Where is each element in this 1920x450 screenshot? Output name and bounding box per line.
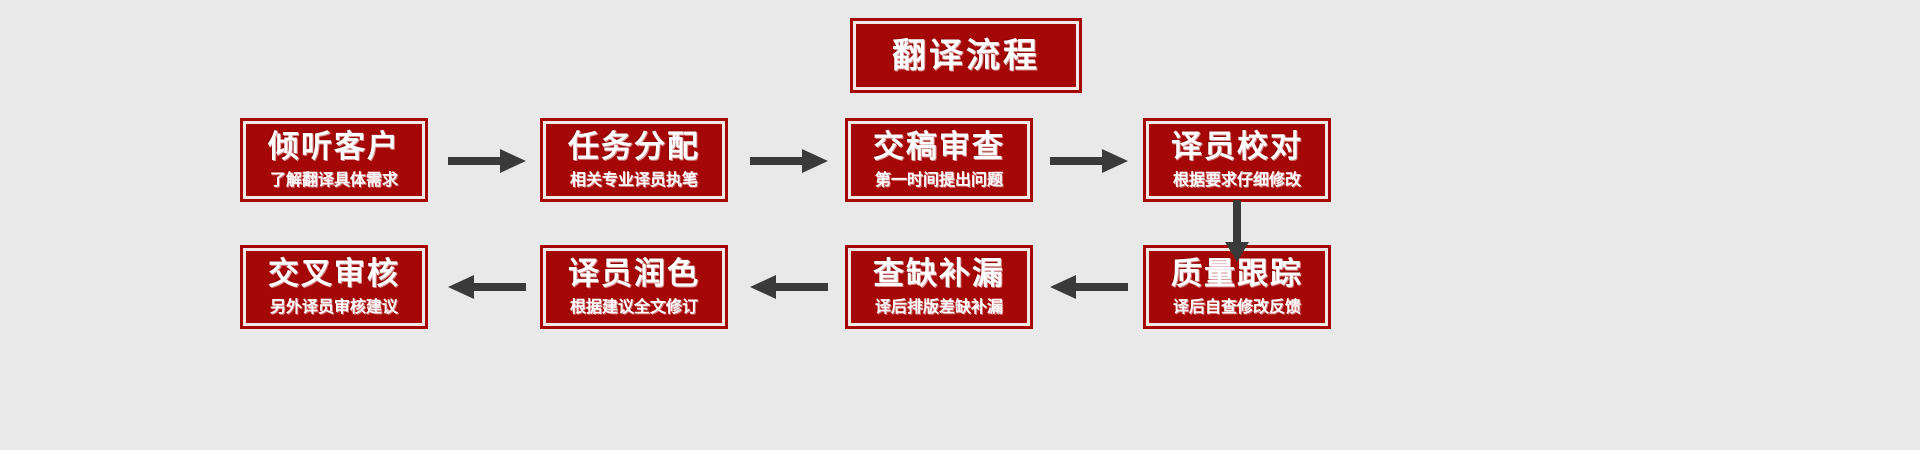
arrow-right-icon-2 — [750, 146, 828, 176]
step-6-subtitle: 译后排版差缺补漏 — [874, 297, 1003, 316]
step-3-title: 交稿审查 — [873, 129, 1005, 165]
step-box-3: 交稿审查 第一时间提出问题 — [845, 118, 1033, 202]
arrow-left-icon-2 — [750, 272, 828, 302]
step-6-title: 查缺补漏 — [873, 256, 1005, 292]
step-4-subtitle: 根据要求仔细修改 — [1172, 170, 1301, 189]
step-8-subtitle: 另外译员审核建议 — [269, 297, 398, 316]
flowchart-title-text: 翻译流程 — [892, 35, 1040, 76]
step-box-7: 译员润色 根据建议全文修订 — [540, 245, 728, 329]
step-box-8: 交叉审核 另外译员审核建议 — [240, 245, 428, 329]
step-3-subtitle: 第一时间提出问题 — [874, 170, 1003, 189]
step-7-title: 译员润色 — [568, 256, 700, 292]
arrow-right-icon-1 — [448, 146, 526, 176]
step-5-title: 质量跟踪 — [1171, 256, 1303, 292]
arrow-right-icon-3 — [1050, 146, 1128, 176]
flowchart-title-box: 翻译流程 — [850, 18, 1082, 93]
step-box-6: 查缺补漏 译后排版差缺补漏 — [845, 245, 1033, 329]
step-8-title: 交叉审核 — [268, 256, 400, 292]
arrow-down-icon-1 — [1222, 200, 1252, 262]
step-1-title: 倾听客户 — [268, 129, 400, 165]
step-2-title: 任务分配 — [568, 129, 700, 165]
step-4-title: 译员校对 — [1171, 129, 1303, 165]
step-box-1: 倾听客户 了解翻译具体需求 — [240, 118, 428, 202]
step-2-subtitle: 相关专业译员执笔 — [569, 170, 698, 189]
step-5-subtitle: 译后自查修改反馈 — [1172, 297, 1301, 316]
step-1-subtitle: 了解翻译具体需求 — [269, 170, 398, 189]
step-7-subtitle: 根据建议全文修订 — [569, 297, 698, 316]
step-box-4: 译员校对 根据要求仔细修改 — [1143, 118, 1331, 202]
step-box-2: 任务分配 相关专业译员执笔 — [540, 118, 728, 202]
arrow-left-icon-1 — [448, 272, 526, 302]
arrow-left-icon-3 — [1050, 272, 1128, 302]
